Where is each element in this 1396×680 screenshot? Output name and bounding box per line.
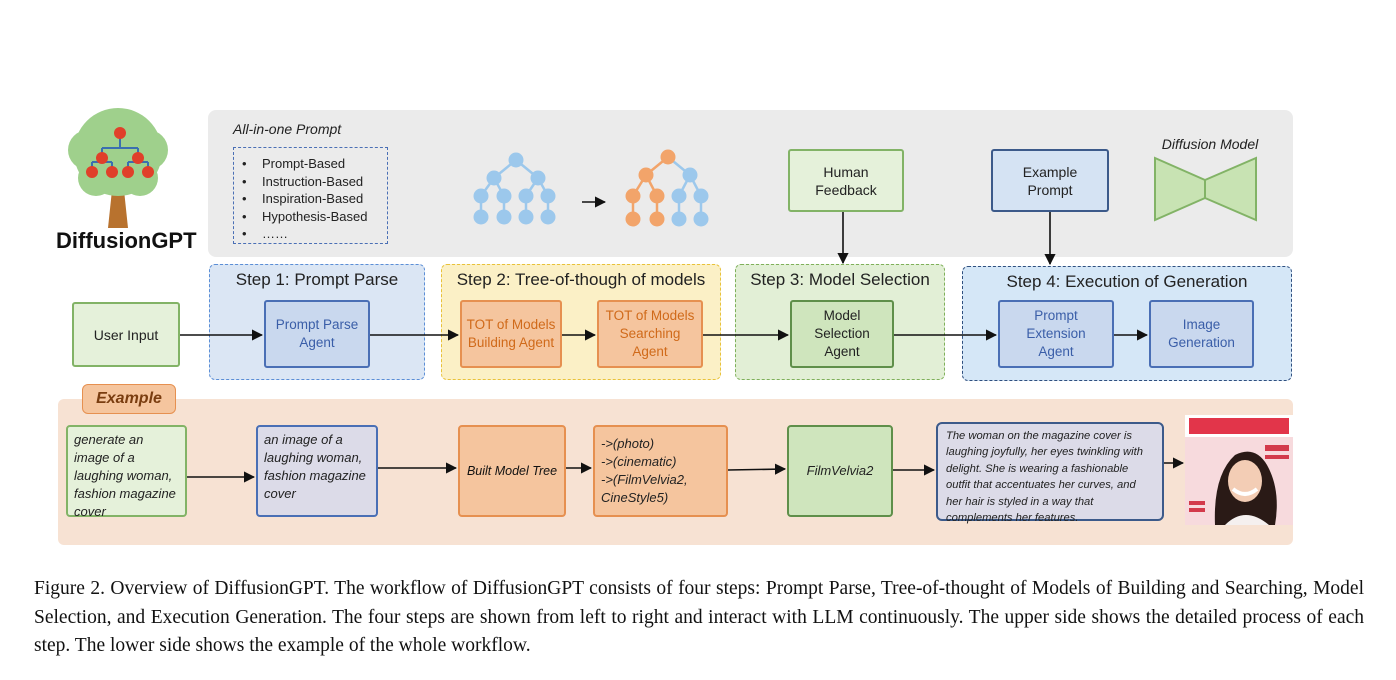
prompt-type-item: Hypothesis-Based [242,208,368,226]
example-tree-box: Built Model Tree [458,425,566,517]
prompt-types-box: Prompt-Based Instruction-Based Inspirati… [233,147,388,244]
diffusiongpt-tree-logo-icon [68,108,168,228]
example-input-box: generate an image of a laughing woman, f… [66,425,187,519]
tot-building-agent: TOT of Models Building Agent [460,300,562,368]
top-detail-panel [208,110,1293,257]
example-extended-prompt-box: The woman on the magazine cover is laugh… [936,422,1164,524]
model-selection-agent: Model Selection Agent [790,300,894,368]
step-4-title: Step 4: Execution of Generation [1006,272,1248,291]
prompt-type-item: …… [242,225,368,243]
step-1-title: Step 1: Prompt Parse [235,270,399,289]
example-parsed-box: an image of a laughing woman, fashion ma… [256,425,378,517]
example-model-box: FilmVelvia2 [787,425,893,517]
diffusion-model-label: Diffusion Model [1161,136,1259,152]
all-in-one-title: All-in-one Prompt [233,121,342,137]
figure-caption: Figure 2. Overview of DiffusionGPT. The … [34,578,1364,656]
image-generation-box: Image Generation [1149,300,1254,368]
example-label: Example [82,384,176,414]
user-input-box: User Input [72,302,180,367]
example-paths-box: ->(photo) ->(cinematic) ->(FilmVelvia2, … [593,425,728,517]
step-2-title: Step 2: Tree-of-though of models [456,270,706,289]
human-feedback-box: Human Feedback [788,149,904,212]
example-prompt-box: Example Prompt [991,149,1109,212]
prompt-parse-agent: Prompt Parse Agent [264,300,370,368]
prompt-type-item: Prompt-Based [242,155,368,173]
tot-searching-agent: TOT of Models Searching Agent [597,300,703,368]
prompt-extension-agent: Prompt Extension Agent [998,300,1114,368]
logo-title: DiffusionGPT [56,228,197,253]
prompt-type-item: Inspiration-Based [242,190,368,208]
step-3-title: Step 3: Model Selection [750,270,930,289]
prompt-type-item: Instruction-Based [242,173,368,191]
prompt-types-list: Prompt-Based Instruction-Based Inspirati… [242,155,368,243]
generated-magazine-cover-image [1185,415,1293,525]
